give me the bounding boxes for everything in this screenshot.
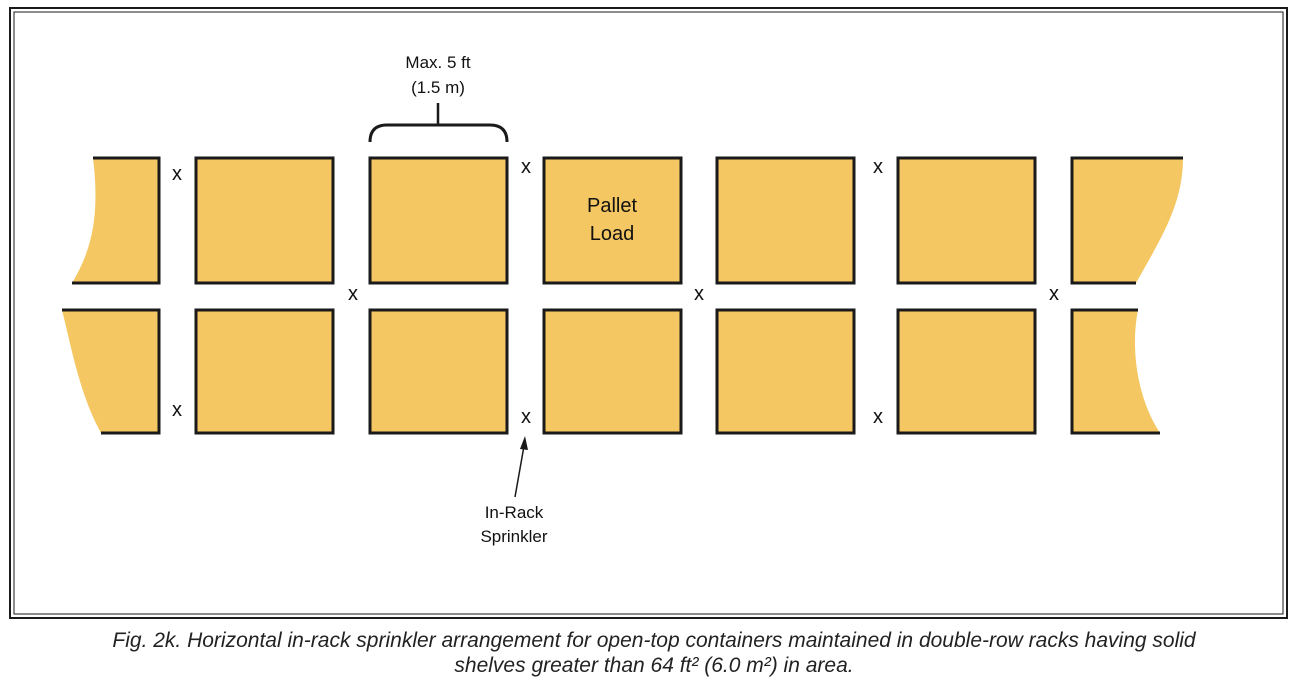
pallet-top-5 — [896, 156, 1037, 285]
sprinkler-marker: x — [873, 406, 883, 428]
sprinkler-marker: x — [521, 406, 531, 428]
caption-line2: shelves greater than 64 ft² (6.0 m²) in … — [454, 654, 854, 677]
figure-caption: Fig. 2k. Horizontal in-rack sprinkler ar… — [0, 628, 1308, 678]
sprinkler-marker: x — [1049, 283, 1059, 305]
sprinkler-marker: x — [172, 399, 182, 421]
pallet-label-line2: Load — [590, 223, 635, 245]
outer-frame — [9, 7, 1288, 619]
pallet-bottom-2 — [368, 308, 509, 435]
partial-pallet-bottom-left-edge — [62, 308, 161, 435]
pallet-top-2 — [368, 156, 509, 285]
pallet-bottom-1 — [194, 308, 335, 435]
sprinkler-label-line2: Sprinkler — [480, 527, 547, 546]
dimension-line2: (1.5 m) — [411, 78, 465, 97]
sprinkler-marker: x — [521, 156, 531, 178]
sprinkler-label-line1: In-Rack — [485, 503, 544, 522]
inner-frame — [13, 11, 1284, 615]
pallet-top-1 — [194, 156, 335, 285]
pallet-top-3 — [542, 156, 683, 285]
pallet-top-4 — [715, 156, 856, 285]
sprinkler-marker: x — [873, 156, 883, 178]
rack-diagram: Pallet Load Max. 5 ft (1.5 m) x x x x x … — [9, 7, 1288, 619]
dimension-bracket — [368, 123, 509, 143]
partial-pallet-top-right-edge — [1070, 156, 1183, 285]
pallet-bottom-4 — [715, 308, 856, 435]
partial-pallet-top-left — [72, 158, 159, 283]
pallet-bottom-3 — [542, 308, 683, 435]
partial-pallet-bottom-right-edge — [1070, 308, 1160, 435]
caption-line1: Fig. 2k. Horizontal in-rack sprinkler ar… — [112, 629, 1196, 652]
partial-pallet-top-left-edge — [72, 156, 161, 285]
pallet-label-line1: Pallet — [587, 195, 637, 217]
sprinkler-callout-arrowhead — [520, 436, 528, 450]
sprinkler-marker: x — [348, 283, 358, 305]
sprinkler-marker: x — [172, 163, 182, 185]
sprinkler-callout-line — [514, 445, 525, 498]
pallet-bottom-5 — [896, 308, 1037, 435]
partial-pallet-bottom-right — [1072, 310, 1160, 433]
partial-pallet-top-right — [1072, 158, 1183, 283]
sprinkler-marker: x — [694, 283, 704, 305]
dimension-line1: Max. 5 ft — [405, 53, 470, 72]
partial-pallet-bottom-left — [62, 310, 159, 433]
